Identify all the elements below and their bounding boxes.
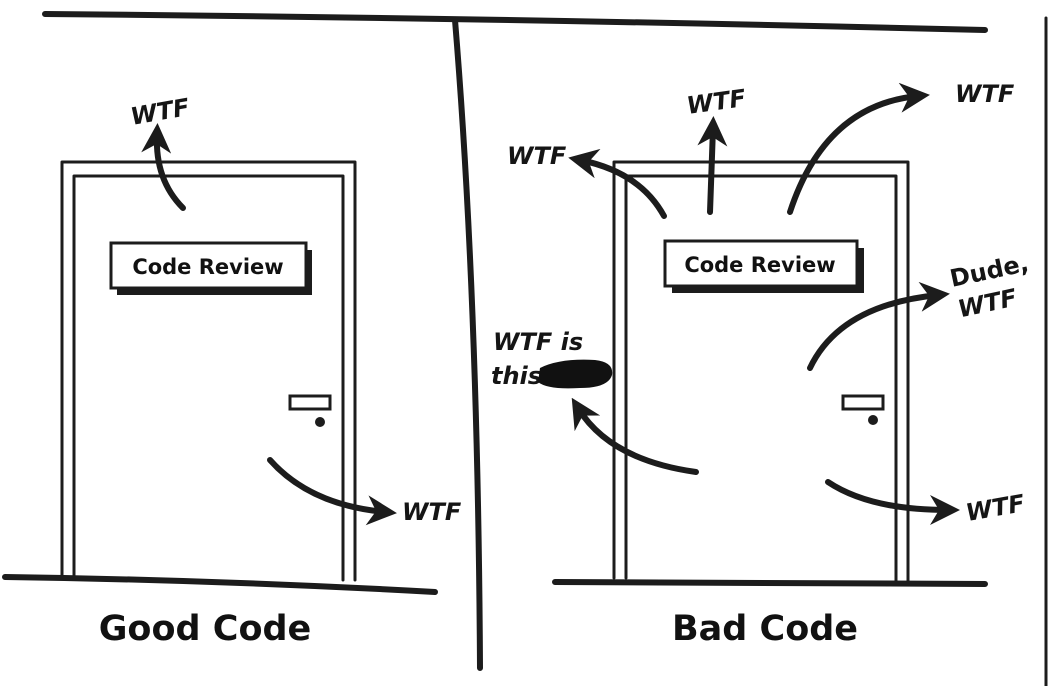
- door-handle: [841, 394, 885, 425]
- panel-divider: [452, 17, 483, 671]
- wtf-arrow: [825, 479, 960, 525]
- code-review-sign: Code Review: [663, 239, 864, 293]
- wtf-arrow: [697, 116, 728, 215]
- bad-code-door: [552, 160, 988, 587]
- wtf-arrow: [267, 457, 397, 526]
- wtf-arrow: [807, 281, 950, 371]
- wtf-exclamation: WTF: [507, 142, 567, 170]
- wtf-exclamation: WTF: [964, 489, 1028, 527]
- wtf-is-this-line1: WTF is: [493, 328, 583, 356]
- top-border: [42, 11, 988, 33]
- sign-label: Code Review: [132, 255, 283, 279]
- panel-caption: Good Code: [99, 609, 312, 649]
- wtf-exclamation: WTF: [402, 498, 462, 526]
- wtf-arrow: [568, 148, 667, 219]
- floor-line: [552, 579, 988, 587]
- panel-caption: Bad Code: [672, 609, 858, 649]
- wtf-is-this-line2: this: [491, 362, 542, 390]
- dude-exclamation: Dude,: [947, 249, 1031, 293]
- wtf-exclamation: WTF: [685, 84, 748, 120]
- code-review-sign: Code Review: [109, 241, 312, 295]
- door-handle: [288, 394, 332, 427]
- wtf-arrow: [787, 82, 930, 215]
- wtf-exclamation: WTF: [128, 93, 192, 131]
- wtf-arrow: [141, 123, 186, 211]
- good-code-door: [2, 160, 438, 595]
- sign-label: Code Review: [684, 253, 835, 277]
- floor-line: [2, 574, 438, 595]
- censor-blot: [538, 359, 613, 389]
- wtf-exclamation: WTF: [955, 80, 1015, 108]
- wtf-arrow: [571, 397, 699, 475]
